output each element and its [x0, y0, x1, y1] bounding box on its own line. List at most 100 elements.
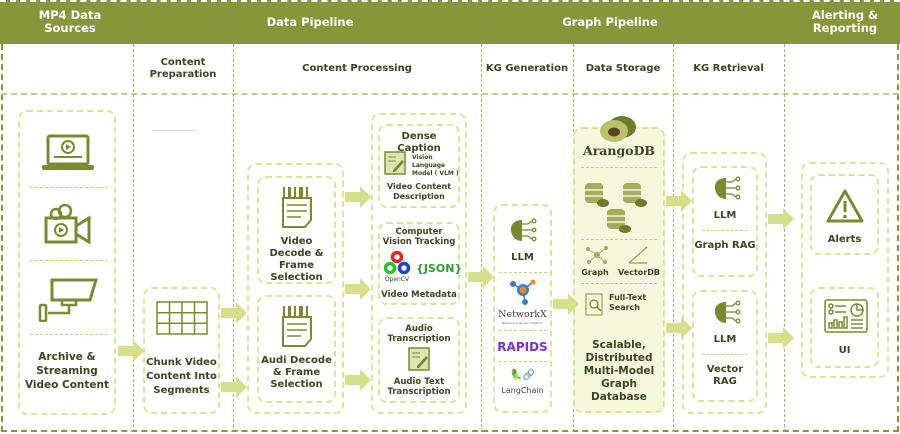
audio-transcription-title: Audio Transcription: [387, 324, 451, 344]
video-camera-icon: [44, 204, 91, 244]
row-divider: [1, 93, 899, 95]
graph-rag-llm: LLM: [713, 210, 737, 221]
col-divider: [673, 44, 674, 432]
subheader-kg-retrieval: KG Retrieval: [693, 63, 764, 74]
flow-arrow-icon: [553, 293, 579, 315]
col-divider: [133, 44, 134, 432]
document-edit-icon: [408, 347, 430, 371]
networkx-graph-icon: [510, 279, 536, 305]
divider: [702, 230, 748, 231]
database-cluster-icon: [585, 183, 647, 233]
flow-arrow-icon: [221, 376, 247, 398]
ui-label: UI: [838, 345, 851, 356]
divider: [499, 361, 547, 362]
cv-output: Video Metadata: [381, 290, 457, 300]
audio-decode-label: Audi Decode & Frame Selection: [261, 355, 332, 390]
langchain-label: LangChain: [501, 386, 544, 395]
flow-arrow-icon: [768, 208, 794, 230]
header-graph-pipeline: Graph Pipeline: [562, 15, 658, 29]
dense-caption-output: Video Content Description: [386, 182, 452, 201]
networkx-label: NetworkX: [498, 309, 547, 320]
arangodb-box: ArangoDB Graph VectorDB Full-Text Search…: [573, 127, 665, 413]
diagram-frame: [1, 44, 899, 432]
video-decode-label: Video Decode & Frame Selection: [269, 236, 324, 283]
graph-nodes-icon: [586, 246, 608, 264]
placeholder-line: [152, 130, 196, 131]
subheader-content-prep: Content Preparation: [149, 57, 217, 80]
divider: [581, 239, 657, 240]
fulltext-label: Full-Text Search: [609, 293, 647, 312]
kg-generation-box: LLM NetworkX Network Analysis in Python …: [493, 204, 552, 413]
header-mp4-sources: MP4 Data Sources: [38, 8, 102, 35]
divider: [581, 283, 657, 284]
vectordb-label: VectorDB: [618, 268, 660, 277]
subheader-content-processing: Content Processing: [302, 63, 412, 74]
video-decode-box: Video Decode & Frame Selection: [257, 176, 336, 284]
cv-tracking-title: Computer Vision Tracking: [382, 227, 456, 247]
flow-arrow-icon: [768, 327, 794, 349]
audio-transcription-box: Audio Transcription Audio Text Transcrip…: [378, 317, 460, 403]
dense-caption-box: Dense Caption Vision Language Model ( VL…: [378, 124, 460, 208]
audio-transcription-output: Audio Text Transcription: [387, 377, 451, 397]
arangodb-brand: ArangoDB: [583, 143, 655, 158]
ui-box: UI: [810, 287, 879, 368]
networkx-subtitle: Network Analysis in Python: [502, 321, 543, 325]
sources-label: Archive & Streaming Video Content: [24, 351, 110, 391]
rapids-logo: RAPIDS: [497, 340, 548, 354]
vector-rag-llm: LLM: [713, 334, 737, 345]
avocado-logo-icon: [600, 116, 636, 142]
flow-arrow-icon: [345, 186, 371, 208]
vector-rag-label: Vector RAG: [706, 364, 744, 387]
document-search-icon: [585, 293, 603, 316]
alerts-label: Alerts: [827, 234, 862, 245]
flow-arrow-icon: [118, 340, 144, 362]
sources-box: Archive & Streaming Video Content: [18, 110, 116, 415]
header-band: [0, 0, 900, 44]
divider: [30, 260, 108, 261]
flow-arrow-icon: [666, 190, 692, 212]
warning-icon: [826, 189, 864, 223]
vector-icon: [628, 246, 648, 264]
brain-ai-icon: [510, 218, 537, 242]
divider: [702, 354, 748, 355]
graph-rag-label: Graph RAG: [694, 240, 756, 251]
dashboard-icon: [824, 299, 868, 333]
brain-ai-icon: [714, 300, 741, 324]
opencv-label: OpenCV: [384, 276, 410, 283]
flow-arrow-icon: [345, 369, 371, 391]
langchain-icon: 🦜🔗: [510, 370, 535, 381]
cv-tracking-box: Computer Vision Tracking OpenCV {JSON} V…: [378, 222, 463, 305]
col-divider: [784, 44, 785, 432]
cctv-camera-icon: [38, 278, 98, 322]
header-alerting: Alerting & Reporting: [811, 8, 879, 35]
graph-label: Graph: [581, 268, 609, 277]
laptop-video-icon: [42, 134, 94, 170]
chunk-box: Chunk Video Content Into Segments: [143, 287, 220, 414]
flow-arrow-icon: [345, 278, 371, 300]
divider: [30, 334, 108, 335]
binary-document-icon: [282, 306, 312, 347]
subheader-data-storage: Data Storage: [585, 63, 661, 74]
document-edit-icon: [384, 151, 406, 175]
audio-decode-box: Audi Decode & Frame Selection: [257, 295, 336, 403]
header-data-pipeline: Data Pipeline: [266, 15, 354, 29]
storage-description: Scalable, Distributed Multi-Model Graph …: [583, 339, 655, 403]
divider: [499, 272, 547, 273]
graph-rag-box: LLM Graph RAG: [692, 166, 758, 277]
col-divider: [481, 44, 482, 432]
grid-segments-icon: [156, 301, 208, 335]
alerts-box: Alerts: [810, 174, 879, 255]
divider: [499, 330, 547, 331]
vlm-label: Vision Language Model ( VLM ): [412, 154, 459, 177]
kg-llm-label: LLM: [511, 252, 534, 263]
divider: [30, 187, 108, 188]
binary-document-icon: [282, 187, 312, 228]
divider: [581, 167, 657, 168]
flow-arrow-icon: [221, 302, 247, 324]
flow-arrow-icon: [666, 317, 692, 339]
dense-caption-title: Dense Caption: [397, 131, 441, 154]
brain-ai-icon: [714, 176, 741, 200]
chunk-label: Chunk Video Content Into Segments: [146, 357, 217, 396]
vector-rag-box: LLM Vector RAG: [692, 290, 758, 402]
json-logo: {JSON}: [416, 262, 463, 275]
